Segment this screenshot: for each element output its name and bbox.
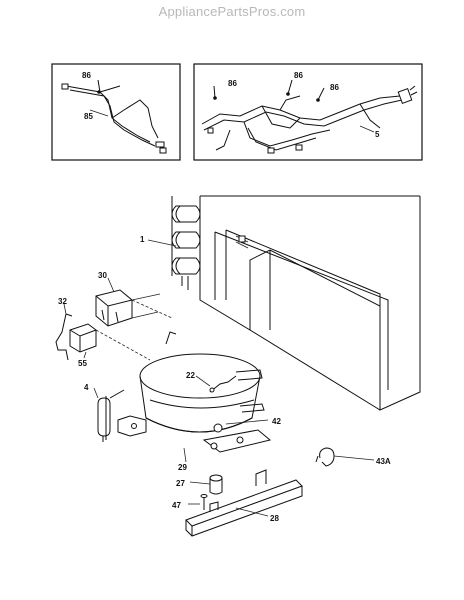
callout-86-inset2-a: 86 bbox=[228, 79, 237, 88]
callout-42: 42 bbox=[272, 417, 281, 426]
callout-27: 27 bbox=[176, 479, 185, 488]
compressor-29 bbox=[117, 331, 272, 463]
callout-85: 85 bbox=[84, 112, 93, 121]
screw-47 bbox=[188, 494, 208, 510]
inset-box-harness-85 bbox=[51, 63, 181, 161]
condenser-coil bbox=[147, 196, 201, 290]
clip-32 bbox=[55, 303, 73, 361]
callout-43A: 43A bbox=[376, 457, 391, 466]
inset-box-harness-5 bbox=[193, 63, 423, 161]
callout-1: 1 bbox=[140, 235, 145, 244]
callout-4: 4 bbox=[84, 383, 89, 392]
cabinet-outline bbox=[199, 195, 421, 411]
mounting-rail-28 bbox=[185, 469, 303, 537]
callout-5: 5 bbox=[375, 130, 380, 139]
callout-86-inset2-c: 86 bbox=[330, 83, 339, 92]
callout-32: 32 bbox=[58, 297, 67, 306]
callout-47: 47 bbox=[172, 501, 181, 510]
callout-22: 22 bbox=[186, 371, 195, 380]
callout-29: 29 bbox=[178, 463, 187, 472]
overload-55 bbox=[69, 323, 97, 359]
callout-55: 55 bbox=[78, 359, 87, 368]
clamp-43A bbox=[315, 447, 375, 467]
callout-28: 28 bbox=[270, 514, 279, 523]
site-watermark: AppliancePartsPros.com bbox=[158, 4, 306, 19]
callout-86-inset1: 86 bbox=[82, 71, 91, 80]
callout-86-inset2-b: 86 bbox=[294, 71, 303, 80]
relay-30 bbox=[95, 277, 161, 327]
grommet-27 bbox=[189, 474, 223, 495]
drier-4 bbox=[93, 387, 125, 442]
callout-30: 30 bbox=[98, 271, 107, 280]
